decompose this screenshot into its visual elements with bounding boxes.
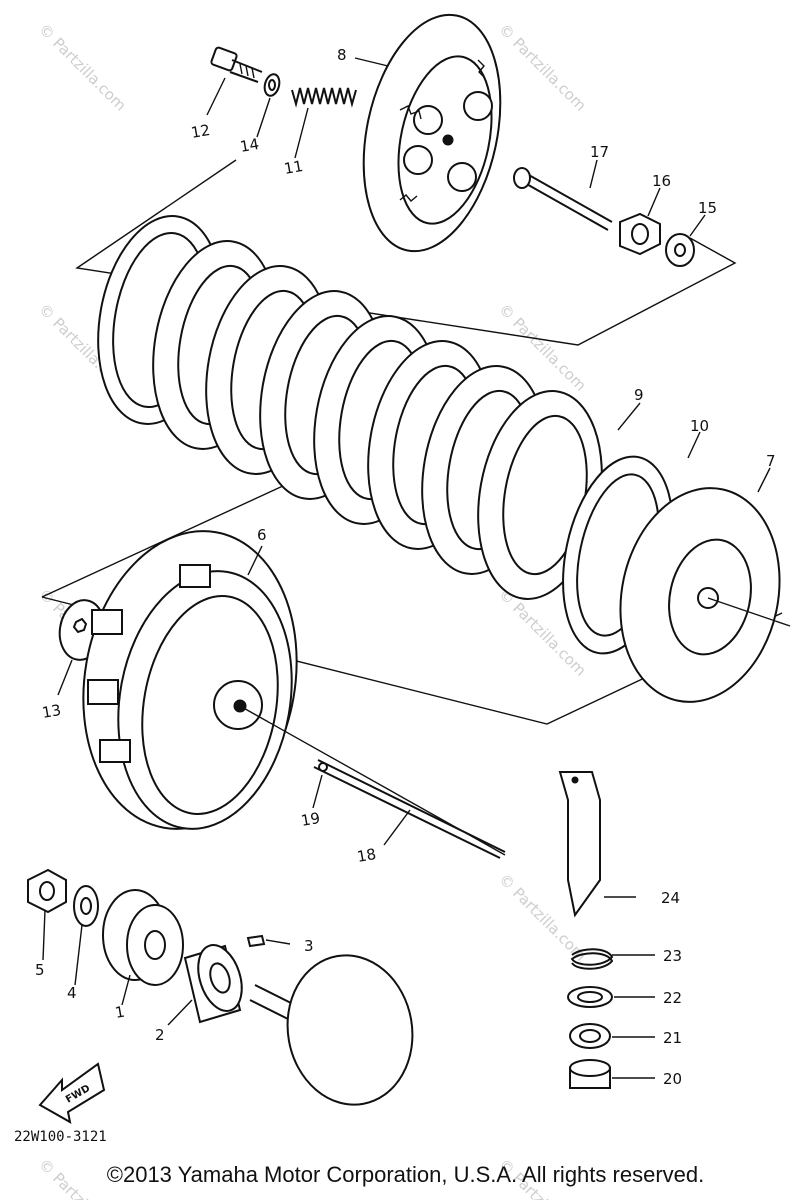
callout-24: 24 xyxy=(661,889,680,907)
callout-2: 2 xyxy=(155,1026,165,1044)
callout-17: 17 xyxy=(590,143,609,161)
callout-19: 19 xyxy=(300,809,322,830)
primary-driven-plate xyxy=(619,487,791,703)
clutch-plate-stack xyxy=(97,215,674,655)
callout-15: 15 xyxy=(698,199,717,217)
callout-13: 13 xyxy=(41,701,63,722)
bearing-lower xyxy=(569,1059,611,1089)
washer xyxy=(263,73,281,97)
lock-nut xyxy=(619,212,661,256)
callout-22: 22 xyxy=(663,989,682,1007)
diagram-code: 22W100-3121 xyxy=(14,1129,107,1145)
bearing-upper xyxy=(569,1023,611,1049)
oil-seal xyxy=(567,986,613,1008)
callout-4: 4 xyxy=(67,984,77,1002)
callout-20: 20 xyxy=(663,1070,682,1088)
callout-9: 9 xyxy=(634,386,644,404)
push-rod-long xyxy=(313,759,506,859)
primary-drive-nut xyxy=(27,868,67,914)
callout-11: 11 xyxy=(283,157,305,178)
forward-direction-arrow: FWD xyxy=(38,1062,106,1124)
woodruff-key xyxy=(246,934,266,948)
collar xyxy=(183,944,243,1024)
primary-drive-gear xyxy=(102,889,184,986)
watermark-text: © Partzilla.com xyxy=(35,20,130,115)
callout-21: 21 xyxy=(663,1029,682,1047)
lock-washer xyxy=(665,233,695,267)
callout-5: 5 xyxy=(35,961,45,979)
push-rod xyxy=(513,167,613,231)
torsion-spring xyxy=(570,948,614,970)
callout-23: 23 xyxy=(663,947,682,965)
copyright-notice: ©2013 Yamaha Motor Corporation, U.S.A. A… xyxy=(106,1162,705,1187)
callout-6: 6 xyxy=(257,526,267,544)
callout-8: 8 xyxy=(337,46,347,64)
bolt xyxy=(210,46,263,83)
primary-drive-washer xyxy=(73,885,99,927)
callout-16: 16 xyxy=(652,172,671,190)
callout-labels: 1 2 3 4 5 6 7 8 9 10 11 12 13 14 15 16 1… xyxy=(35,46,776,1088)
clutch-housing xyxy=(82,530,506,856)
callout-14: 14 xyxy=(239,135,261,156)
pressure-plate xyxy=(362,13,502,253)
callout-1: 1 xyxy=(114,1003,127,1022)
leader-lines xyxy=(42,57,771,1079)
watermark-text: © Partzilla.com xyxy=(495,20,590,115)
callout-3: 3 xyxy=(304,937,314,955)
callout-12: 12 xyxy=(190,121,212,142)
clutch-spring xyxy=(291,87,357,108)
push-lever-shaft xyxy=(558,771,601,918)
callout-18: 18 xyxy=(356,845,378,866)
callout-10: 10 xyxy=(690,417,709,435)
callout-7: 7 xyxy=(766,452,776,470)
crankshaft-balancer xyxy=(249,954,414,1106)
